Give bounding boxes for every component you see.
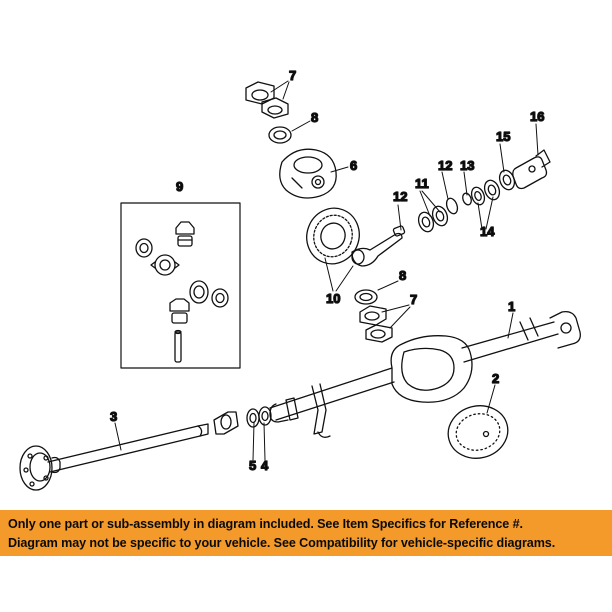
callout-8-top: 8 [311,110,318,125]
callout-9: 9 [176,179,183,194]
callout-labels: 7 8 6 9 12 13 11 15 16 12 14 10 8 7 1 2 … [109,67,545,473]
bearing-race-top [268,126,292,144]
axle-seal-and-retainer [246,406,272,428]
callout-7-lower: 7 [410,292,417,307]
callout-10: 10 [326,291,340,306]
pinion-seal-bearing [470,179,501,206]
carrier-bearing-lower [359,305,393,343]
thrust-washer-left [135,238,153,258]
rear-axle-exploded-diagram: 7 8 6 9 12 13 11 15 16 12 14 10 8 7 1 2 … [19,67,581,491]
callout-3: 3 [110,409,117,424]
callout-15: 15 [496,129,510,144]
callout-12-lower: 12 [393,189,407,204]
disclaimer-line-1: Only one part or sub-assembly in diagram… [8,517,523,531]
differential-cover [447,405,509,459]
pinion-washers [445,192,472,215]
pinion-yoke [512,149,551,190]
bearing-race-lower [354,289,378,305]
callout-8-lower: 8 [399,268,406,283]
disclaimer-banner: Only one part or sub-assembly in diagram… [0,510,612,556]
callout-2: 2 [492,371,499,386]
collapsible-spacer [392,225,406,237]
disclaimer-line-2: Diagram may not be specific to your vehi… [8,536,556,550]
axle-shaft [19,423,209,491]
spider-gear-kit-box [120,202,241,369]
side-gear-left [150,254,180,276]
pinion-shaft [174,329,182,363]
callout-6: 6 [350,158,357,173]
axle-bearing [213,411,239,435]
axle-housing [269,310,581,438]
pinion-gear-lower [169,298,190,324]
leader-lines [114,80,539,461]
callout-14: 14 [480,224,495,239]
callout-13: 13 [460,158,474,173]
callout-5: 5 [249,458,256,473]
pinion-bearing-inner [417,205,449,233]
pinion-gear-upper [175,221,195,247]
differential-case [279,148,337,199]
thrust-washer-right [211,288,229,308]
callout-1: 1 [508,299,515,314]
callout-16: 16 [530,109,544,124]
side-gear-right [189,280,209,304]
callout-11: 11 [415,176,429,191]
callout-4: 4 [261,458,269,473]
carrier-bearing-top [245,81,289,119]
ring-and-pinion [306,207,403,267]
callout-7-top: 7 [289,68,296,83]
callout-12-upper: 12 [438,158,452,173]
